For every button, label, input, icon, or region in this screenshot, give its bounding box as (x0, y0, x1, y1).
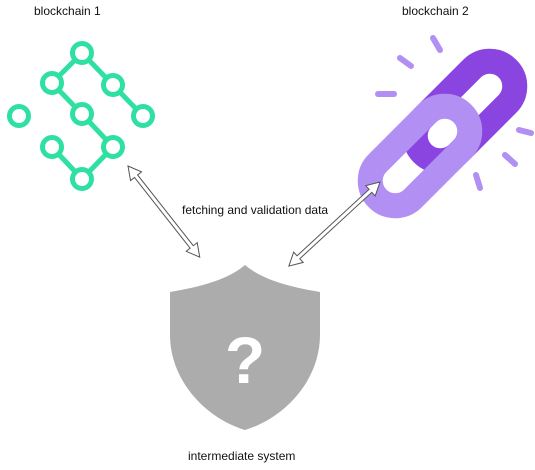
left-double-arrow (127, 165, 201, 258)
connection-label: fetching and validation data (182, 203, 329, 217)
chain-link-dark (402, 48, 528, 174)
network-nodes-icon (7, 41, 155, 191)
chain-link-icon (357, 35, 534, 219)
question-mark: ? (225, 323, 265, 397)
chain-link-light (357, 93, 483, 219)
shield-shape (170, 265, 320, 430)
spark-marks (375, 35, 534, 191)
blockchain-1-label: blockchain 1 (34, 4, 101, 18)
right-double-arrow (288, 181, 381, 267)
blockchain-2-label: blockchain 2 (402, 4, 469, 18)
shield-question-icon: ? (170, 265, 320, 430)
intermediate-system-label: intermediate system (188, 449, 296, 463)
